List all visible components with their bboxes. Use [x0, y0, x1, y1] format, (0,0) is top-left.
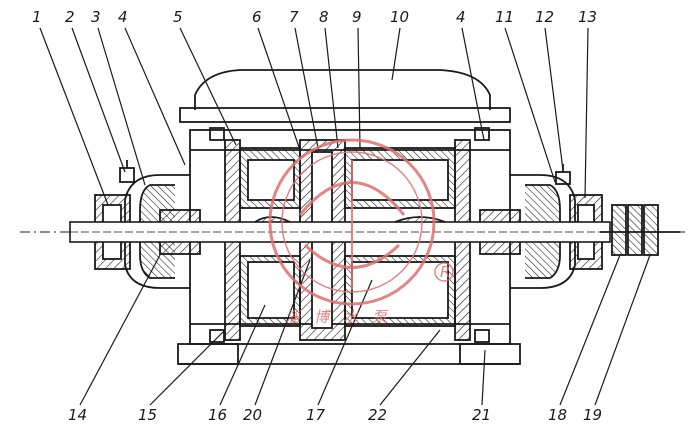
- callout-2: 2: [65, 8, 75, 26]
- callout-3: 3: [91, 8, 101, 26]
- callout-17: 17: [306, 406, 326, 424]
- callout-18: 18: [548, 406, 567, 424]
- shaft-key-left: [254, 216, 291, 223]
- coupling-hub-1: [611, 204, 627, 256]
- watermark-mark: R: [440, 263, 450, 281]
- callout-22: 22: [368, 406, 387, 424]
- registered-mark-icon: [434, 262, 454, 282]
- callouts-bottom: 14 15 16 20 17 22 21 18 19: [68, 406, 602, 424]
- callout-9: 9: [352, 8, 362, 26]
- callout-4-right: 4: [456, 8, 466, 26]
- coupling-hub-2: [627, 204, 643, 256]
- chamber-left-clear: [247, 159, 295, 201]
- callout-10: 10: [390, 8, 409, 26]
- callout-7: 7: [289, 8, 299, 26]
- callout-12: 12: [535, 8, 554, 26]
- grease-cup-left: [119, 167, 135, 183]
- callout-19: 19: [583, 406, 602, 424]
- callout-20: 20: [243, 406, 262, 424]
- top-cover: [194, 69, 491, 110]
- watermark-logo: R 淄博水泵: [268, 138, 454, 326]
- top-bolt-left: [209, 127, 225, 141]
- watermark-text: 淄博水泵: [285, 308, 401, 326]
- coupling-hub-3: [643, 204, 659, 256]
- callout-21: 21: [472, 406, 491, 424]
- callout-16: 16: [208, 406, 227, 424]
- callouts-top: 1 2 3 4 5 6 7 8 9 10 4 11 12 13: [32, 8, 597, 26]
- callout-15: 15: [138, 406, 157, 424]
- callout-6: 6: [252, 8, 262, 26]
- callout-1: 1: [32, 8, 42, 26]
- base-foot-right: [459, 343, 521, 365]
- chamber-right-clear: [351, 159, 449, 201]
- shaft-key-right: [394, 216, 446, 223]
- callout-11: 11: [495, 8, 514, 26]
- callout-4-left: 4: [118, 8, 128, 26]
- leader-lines: [39, 27, 651, 406]
- top-cover-flange: [179, 107, 511, 123]
- callout-13: 13: [578, 8, 597, 26]
- callout-8: 8: [319, 8, 329, 26]
- callout-14: 14: [68, 406, 87, 424]
- callout-5: 5: [173, 8, 183, 26]
